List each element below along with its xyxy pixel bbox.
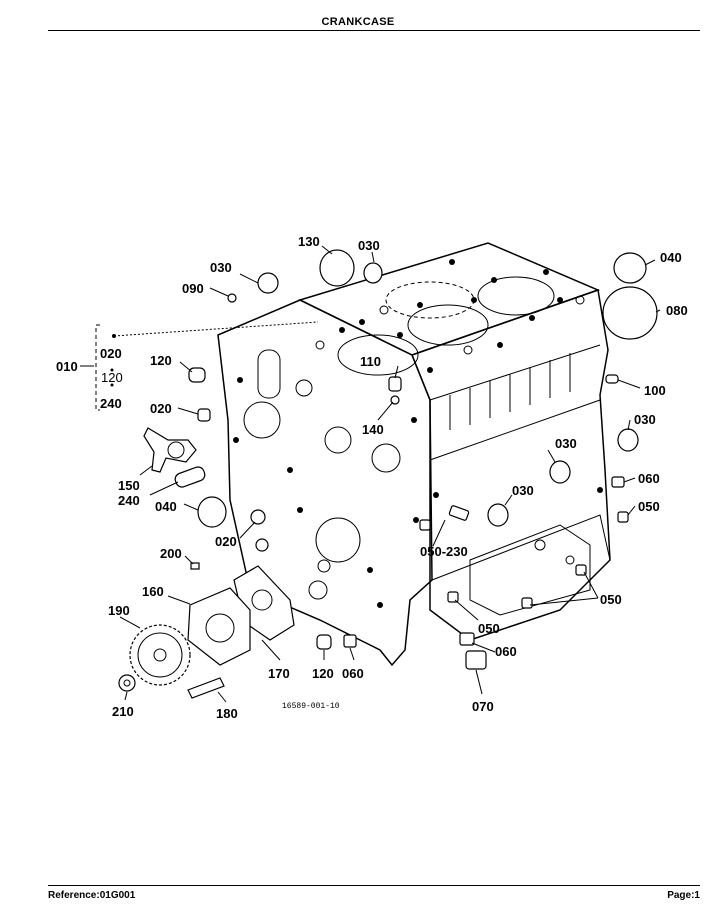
page-title: CRANKCASE bbox=[321, 16, 395, 28]
callout-060: 060 bbox=[638, 471, 660, 486]
callout-030: 030 bbox=[555, 436, 577, 451]
callout-030: 030 bbox=[634, 412, 656, 427]
callout-080: 080 bbox=[666, 303, 688, 318]
drawing-number: 16589-001-10 bbox=[282, 702, 340, 711]
callout-120: 120 bbox=[150, 353, 172, 368]
callout-030: 030 bbox=[210, 260, 232, 275]
callout-050: 050 bbox=[638, 499, 660, 514]
callout-020: 020 bbox=[100, 346, 122, 361]
callout-180: 180 bbox=[216, 706, 238, 721]
callout-060: 060 bbox=[342, 666, 364, 681]
callout-090: 090 bbox=[182, 281, 204, 296]
callout-140: 140 bbox=[362, 422, 384, 437]
callout-060: 060 bbox=[495, 644, 517, 659]
loose-parts bbox=[118, 249, 658, 699]
callout-240: 240 bbox=[100, 396, 122, 411]
callout-030: 030 bbox=[512, 483, 534, 498]
callout-150: 150 bbox=[118, 478, 140, 493]
callout-240: 240 bbox=[118, 493, 140, 508]
callout-160: 160 bbox=[142, 584, 164, 599]
header-rule bbox=[48, 30, 700, 31]
callout-200: 200 bbox=[160, 546, 182, 561]
page-number: Page:1 bbox=[667, 890, 700, 901]
reference-code: Reference:01G001 bbox=[48, 890, 136, 901]
callout-020: 020 bbox=[150, 401, 172, 416]
callout-110: 110 bbox=[360, 354, 381, 369]
leader-lines bbox=[80, 245, 661, 703]
callout-labels: 130 030 030 040 090 080 020 010 120 110 … bbox=[56, 234, 688, 721]
callout-040: 040 bbox=[660, 250, 682, 265]
callout-020: 020 bbox=[215, 534, 237, 549]
callout-050: 050 bbox=[600, 592, 622, 607]
callout-190: 190 bbox=[108, 603, 130, 618]
callout-120: 120 bbox=[101, 370, 123, 385]
callout-130: 130 bbox=[298, 234, 320, 249]
callout-040: 040 bbox=[155, 499, 177, 514]
callout-210: 210 bbox=[112, 704, 134, 719]
callout-050: 050 bbox=[478, 621, 500, 636]
callout-170: 170 bbox=[268, 666, 290, 681]
crankcase-block bbox=[217, 242, 611, 667]
callout-010: 010 bbox=[56, 359, 78, 374]
callout-050-230: 050-230 bbox=[420, 544, 468, 559]
callout-100: 100 bbox=[644, 383, 666, 398]
callout-120: 120 bbox=[312, 666, 334, 681]
callout-070: 070 bbox=[472, 699, 494, 714]
callout-030: 030 bbox=[358, 238, 380, 253]
footer-rule bbox=[48, 885, 700, 886]
